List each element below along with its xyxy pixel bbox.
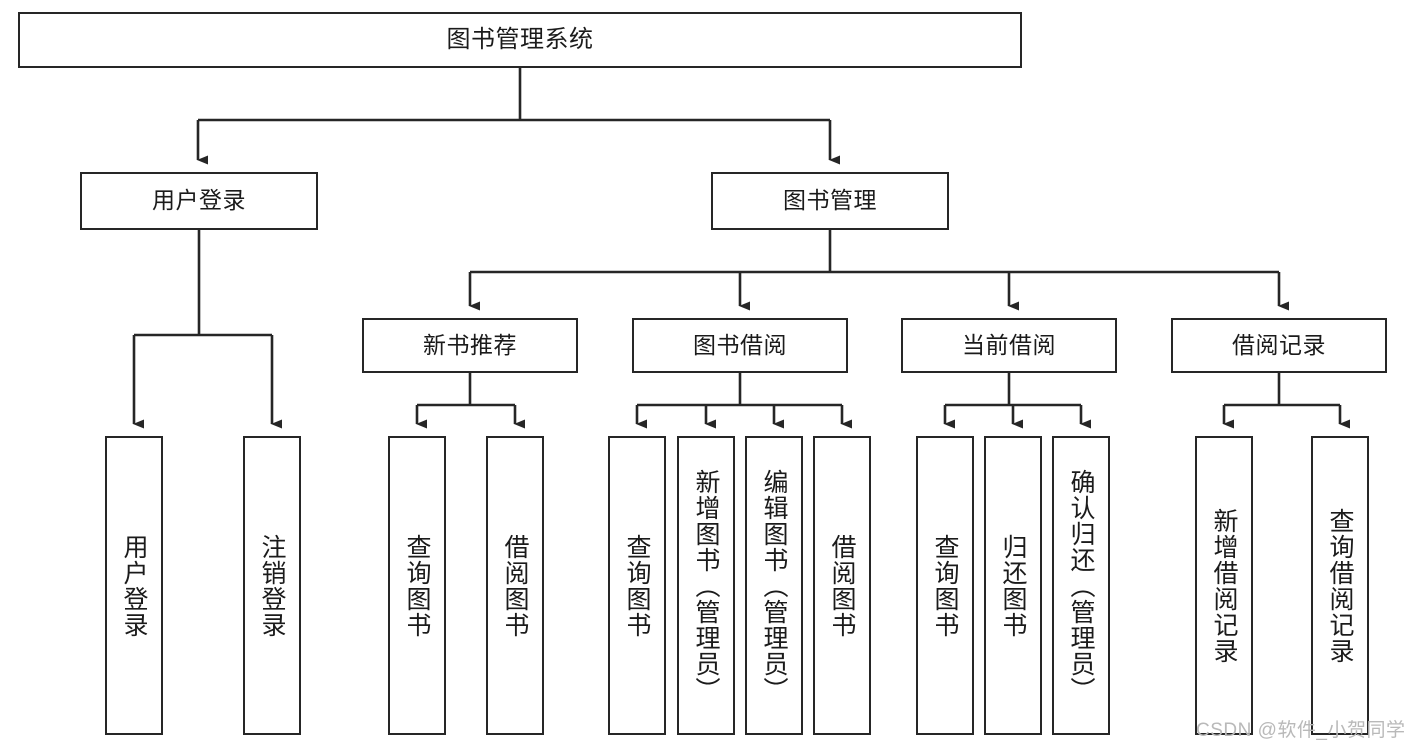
leaf-return-book[interactable]: 归还图书 — [984, 436, 1042, 735]
leaf-confirm-return-admin[interactable]: 确认归还（管理员） — [1052, 436, 1110, 735]
leaf-borrow-books-newbook[interactable]: 借阅图书 — [486, 436, 544, 735]
leaf-logout[interactable]: 注销登录 — [243, 436, 301, 735]
node-user-login[interactable]: 用户登录 — [80, 172, 318, 230]
node-book-borrow[interactable]: 图书借阅 — [632, 318, 848, 373]
node-root-system[interactable]: 图书管理系统 — [18, 12, 1022, 68]
node-book-management[interactable]: 图书管理 — [711, 172, 949, 230]
node-borrow-records[interactable]: 借阅记录 — [1171, 318, 1387, 373]
node-new-book-recommend[interactable]: 新书推荐 — [362, 318, 578, 373]
leaf-add-borrow-record[interactable]: 新增借阅记录 — [1195, 436, 1253, 735]
leaf-query-books-borrow[interactable]: 查询图书 — [608, 436, 666, 735]
leaf-query-books-current[interactable]: 查询图书 — [916, 436, 974, 735]
leaf-query-books-newbook[interactable]: 查询图书 — [388, 436, 446, 735]
node-current-borrow[interactable]: 当前借阅 — [901, 318, 1117, 373]
leaf-edit-book-admin[interactable]: 编辑图书（管理员） — [745, 436, 803, 735]
leaf-user-login[interactable]: 用户登录 — [105, 436, 163, 735]
leaf-query-borrow-record[interactable]: 查询借阅记录 — [1311, 436, 1369, 735]
leaf-lend-book[interactable]: 借阅图书 — [813, 436, 871, 735]
leaf-add-book-admin[interactable]: 新增图书（管理员） — [677, 436, 735, 735]
